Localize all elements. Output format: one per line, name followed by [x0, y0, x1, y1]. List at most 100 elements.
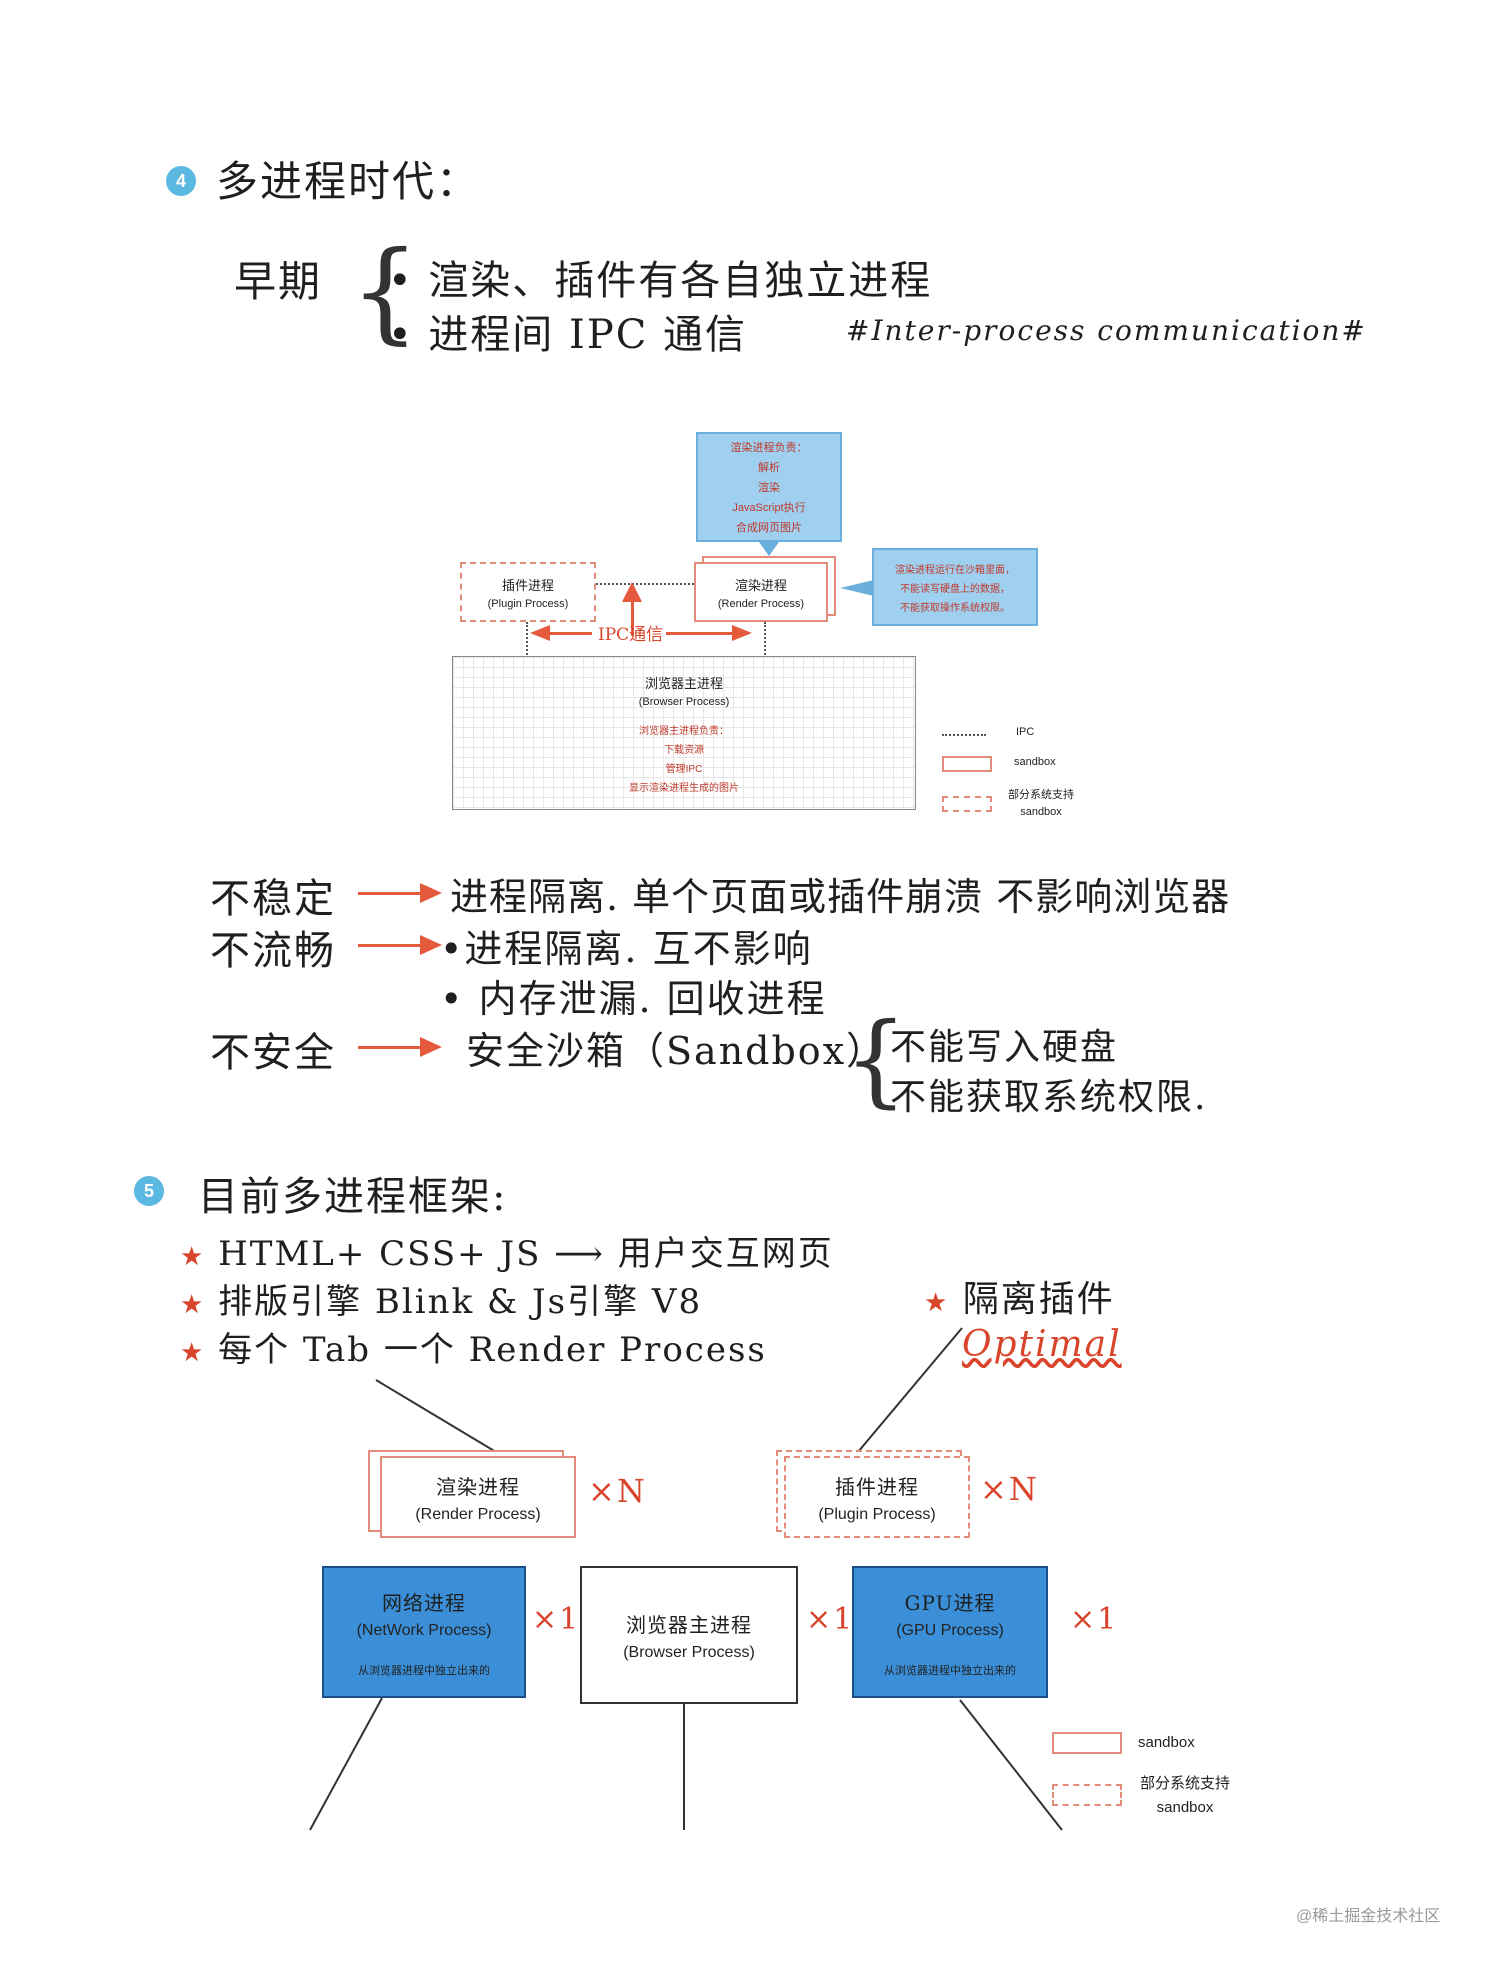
star-icon: ★	[180, 1242, 206, 1272]
network-process-en: (NetWork Process)	[356, 1621, 492, 1639]
problem-3-item-2: 不能获取系统权限.	[890, 1077, 1208, 1118]
section-4-title: 多进程时代：	[216, 157, 481, 206]
problem-2-label: 不流畅	[210, 928, 336, 974]
browser-duty-title: 浏览器主进程负责：	[639, 725, 729, 737]
problem-3-arrow-head	[420, 1037, 442, 1057]
browser-process-en-2: (Browser Process)	[623, 1643, 755, 1661]
sandbox-note-1: 渲染进程运行在沙箱里面，	[895, 564, 1015, 576]
problem-3-item-1: 不能写入硬盘	[890, 1027, 1119, 1068]
render-duty-2: 渲染	[758, 482, 780, 494]
plugin-process-name-1: 插件进程	[501, 577, 554, 593]
gpu-process-sub: 从浏览器进程中独立出来的	[884, 1664, 1016, 1677]
problem-2-solution: •进程隔离. 互不影响	[440, 927, 813, 971]
browser-process-box-1: 浏览器主进程 (Browser Process) 浏览器主进程负责： 下载资源 …	[452, 656, 916, 810]
plugin-process-box-2: 插件进程 (Plugin Process)	[784, 1456, 970, 1538]
problem-3-solution: 安全沙箱（Sandbox）	[466, 1029, 887, 1073]
render-process-name-1: 渲染进程	[734, 577, 787, 593]
ipc-arrow-left-line	[550, 632, 592, 635]
problem-1-label: 不稳定	[210, 876, 336, 922]
early-item-1: • 渲染、插件有各自独立进程	[388, 258, 933, 304]
render-duty-1: 解析	[758, 462, 780, 474]
watermark: @稀土掘金技术社区	[1296, 1908, 1441, 1925]
render-duty-3: JavaScript执行	[732, 502, 806, 514]
browser-process-mult: ×1	[806, 1602, 855, 1637]
ipc-label: IPC通信	[598, 625, 664, 645]
sandbox-note-3: 不能获取操作系统权限。	[900, 602, 1010, 614]
ipc-dotted-h	[596, 583, 694, 585]
plugin-process-en-2: (Plugin Process)	[818, 1505, 936, 1523]
s5-bullet-3: ★ 每个 Tab 一个 Render Process	[180, 1330, 767, 1370]
early-brace: {	[350, 227, 420, 355]
render-duty-title: 渲染进程负责：	[730, 442, 808, 454]
browser-duty-3: 显示渲染进程生成的图片	[629, 782, 739, 794]
network-process-box: 网络进程 (NetWork Process) 从浏览器进程中独立出来的	[322, 1566, 526, 1698]
network-process-name: 网络进程	[382, 1590, 466, 1615]
gpu-process-mult: ×1	[1070, 1602, 1119, 1637]
legend1-ipc-line	[942, 734, 986, 736]
problem-2-arrow-head	[420, 935, 442, 955]
s5-bullet-2: ★ 排版引擎 Blink & Js引擎 V8	[180, 1282, 703, 1322]
legend2-sandbox-label: sandbox	[1138, 1734, 1195, 1751]
sandbox-note-box: 渲染进程运行在沙箱里面， 不能读写硬盘上的数据， 不能获取操作系统权限。	[872, 548, 1038, 626]
star-icon: ★	[180, 1338, 206, 1368]
render-duty-pointer	[759, 542, 779, 556]
section-5-badge: 5	[134, 1176, 164, 1206]
star-icon: ★	[180, 1290, 206, 1320]
legend1-ipc-label: IPC	[1016, 726, 1035, 738]
browser-process-box-2: 浏览器主进程 (Browser Process)	[580, 1566, 798, 1704]
sandbox-note-2: 不能读写硬盘上的数据，	[900, 583, 1010, 595]
render-duty-4: 合成网页图片	[736, 522, 802, 534]
problem-1-solution: 进程隔离. 单个页面或插件崩溃 不影响浏览器	[450, 875, 1231, 919]
legend1-sandbox-label: sandbox	[1014, 756, 1056, 768]
problem-3-label: 不安全	[210, 1030, 336, 1076]
legend2-partial-label: 部分系统支持 sandbox	[1140, 1775, 1231, 1816]
ipc-arrow-right-head	[732, 625, 752, 641]
section-5-title: 目前多进程框架:	[198, 1174, 508, 1220]
isolate-note: ★ 隔离插件	[924, 1279, 1115, 1320]
legend2-partial-swatch	[1052, 1784, 1122, 1806]
render-duty-box: 渲染进程负责： 解析 渲染 JavaScript执行 合成网页图片	[696, 432, 842, 542]
legend1-partial-label: 部分系统支持 sandbox	[1008, 789, 1074, 818]
plugin-process-mult: ×N	[980, 1470, 1039, 1508]
problem-2-extra: • 内存泄漏. 回收进程	[440, 977, 827, 1021]
up-arrow-line	[631, 600, 634, 636]
gpu-process-en: (GPU Process)	[896, 1621, 1004, 1639]
browser-process-name-1: 浏览器主进程	[644, 675, 723, 691]
gpu-process-name: GPU进程	[904, 1590, 996, 1615]
problem-3-arrow-line	[358, 1046, 420, 1049]
problem-3-brace: {	[844, 1001, 908, 1118]
connector-gpu-down	[959, 1699, 1063, 1831]
gpu-process-box: GPU进程 (GPU Process) 从浏览器进程中独立出来的	[852, 1566, 1048, 1698]
s5-bullet-1: ★ HTML+ CSS+ JS ⟶ 用户交互网页	[180, 1234, 834, 1274]
plugin-process-box-1: 插件进程 (Plugin Process)	[460, 562, 596, 622]
ipc-note: #Inter-process communication#	[846, 314, 1367, 347]
ipc-arrow-left-head	[530, 625, 550, 641]
render-process-en-1: (Render Process)	[717, 597, 805, 610]
ipc-dotted-left	[526, 622, 528, 658]
problem-2-arrow-line	[358, 944, 420, 947]
browser-process-en-1: (Browser Process)	[638, 695, 730, 708]
sandbox-note-pointer	[840, 580, 874, 596]
browser-process-name-2: 浏览器主进程	[626, 1612, 752, 1637]
early-label: 早期	[234, 257, 323, 306]
render-process-name-2: 渲染进程	[436, 1474, 520, 1499]
plugin-process-name-2: 插件进程	[835, 1474, 919, 1499]
legend1-partial-swatch	[942, 796, 992, 812]
network-process-sub: 从浏览器进程中独立出来的	[358, 1664, 490, 1677]
legend1-sandbox-swatch	[942, 756, 992, 772]
render-process-en-2: (Render Process)	[415, 1505, 541, 1523]
connector-network-down	[309, 1697, 383, 1831]
problem-1-arrow-line	[358, 892, 420, 895]
browser-duty-1: 下载资源	[664, 744, 704, 756]
star-icon: ★	[924, 1288, 950, 1318]
optimal-note: Optimal	[962, 1324, 1122, 1365]
connector-render	[375, 1379, 497, 1453]
legend2-sandbox-swatch	[1052, 1732, 1122, 1754]
ipc-arrow-right-line	[666, 632, 732, 635]
section-4-badge: 4	[166, 166, 196, 196]
render-process-mult: ×N	[588, 1472, 647, 1510]
ipc-dotted-right	[764, 622, 766, 658]
render-process-box-2: 渲染进程 (Render Process)	[380, 1456, 576, 1538]
problem-1-arrow-head	[420, 883, 442, 903]
